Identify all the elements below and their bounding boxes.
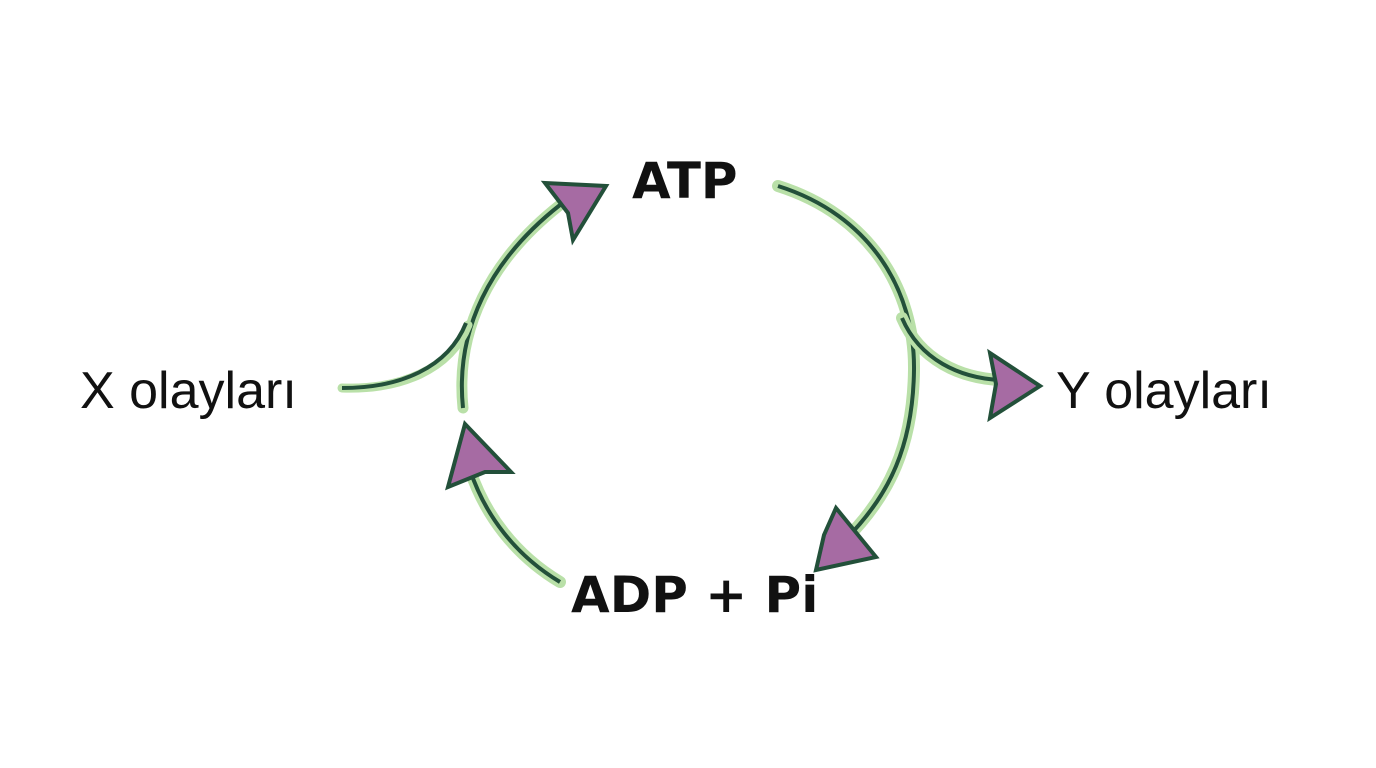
arrow-from-adp xyxy=(445,420,566,588)
arrow-to-atp-head xyxy=(540,180,610,246)
arrow-from-adp-head xyxy=(445,420,516,491)
x-events-branch-line xyxy=(341,322,468,390)
adp-pi-label: ADP + Pi xyxy=(571,566,819,624)
atp-label: ATP xyxy=(632,152,738,210)
x-events-label: X olayları xyxy=(80,362,297,420)
arrow-to-adp xyxy=(772,180,921,573)
y-events-label: Y olayları xyxy=(1056,362,1272,420)
arrow-from-adp-line xyxy=(468,469,562,584)
arrow-to-atp-line xyxy=(460,203,562,409)
arrow-to-adp-line xyxy=(777,184,917,542)
x-events-branch xyxy=(337,320,473,393)
arrow-to-adp-head xyxy=(813,504,880,573)
arrow-to-y-events xyxy=(896,312,1044,423)
arrow-to-y-events-head xyxy=(987,348,1044,423)
arrow-to-adp-highlight xyxy=(772,180,921,546)
arrow-to-y-events-line xyxy=(900,317,1001,382)
arrow-to-atp xyxy=(456,180,610,414)
arrow-from-adp-highlight xyxy=(464,464,566,588)
